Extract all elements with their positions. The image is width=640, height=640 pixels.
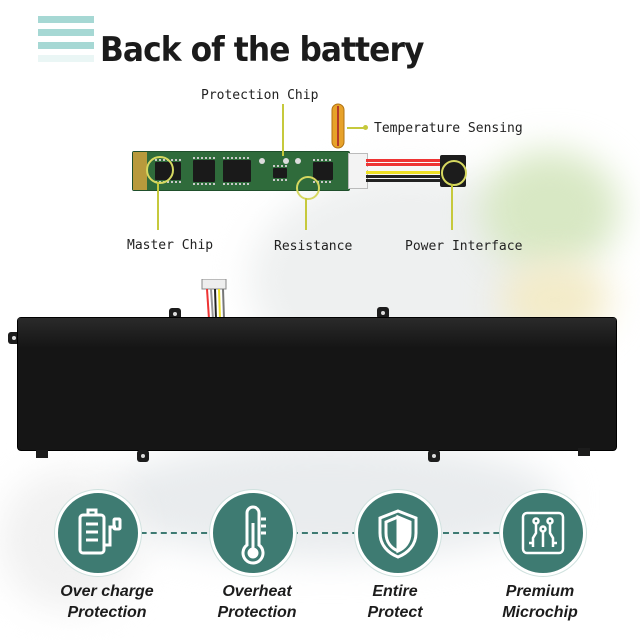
microchip-icon	[500, 490, 586, 576]
mount-tab	[169, 308, 181, 320]
battery-charge-icon	[55, 490, 141, 576]
icon-connector-line	[60, 532, 580, 534]
shield-icon	[355, 490, 441, 576]
label-temperature-sensing: Temperature Sensing	[374, 121, 523, 136]
battery-foot	[578, 448, 590, 456]
label-protection-chip: Protection Chip	[201, 88, 319, 103]
mount-tab	[428, 450, 440, 462]
mount-tab	[137, 450, 149, 462]
battery-cable	[200, 278, 230, 320]
title-decoration	[38, 16, 94, 68]
board-connector	[348, 153, 368, 189]
temperature-sensor	[329, 100, 347, 152]
label-master-chip: Master Chip	[127, 238, 214, 253]
thermometer-icon	[210, 490, 296, 576]
page-title: Back of the battery	[100, 30, 424, 70]
mount-tab	[8, 332, 20, 344]
wire-harness	[366, 159, 442, 183]
label-resistance: Resistance	[274, 239, 353, 254]
battery-pack	[18, 318, 616, 450]
battery-foot	[36, 450, 48, 458]
mount-tab	[377, 307, 389, 319]
label-power-interface: Power Interface	[405, 239, 523, 254]
